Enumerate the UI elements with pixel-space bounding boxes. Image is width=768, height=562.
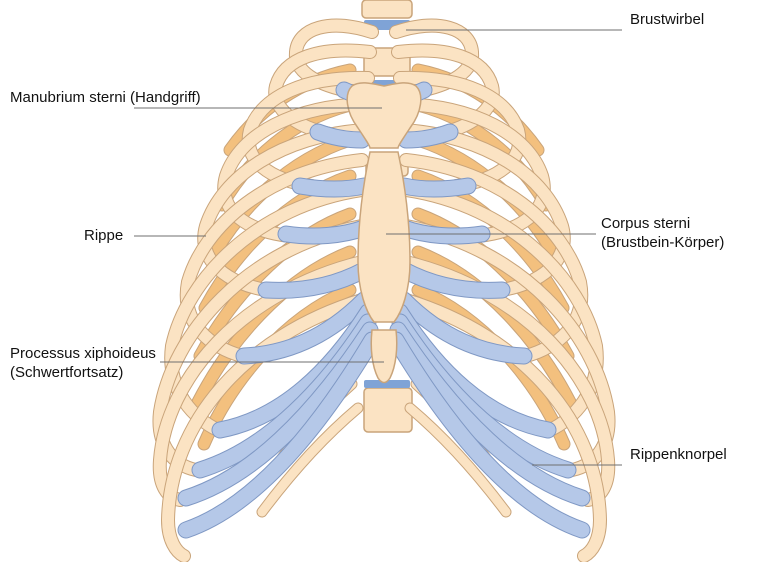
intervertebral-disc-4 <box>364 380 410 388</box>
costal-cartilage-right-3 <box>396 178 476 197</box>
rib-right-3 <box>394 71 526 192</box>
rib-left-2 <box>269 44 376 140</box>
costal-cartilage-left-5 <box>258 262 372 298</box>
costal-cartilage-right-5 <box>396 262 510 298</box>
costal-cartilage-right-2 <box>398 124 458 148</box>
label-brustwirbel: Brustwirbel <box>630 11 705 28</box>
corpus-sterni <box>357 151 411 323</box>
costal-cartilage-right-10 <box>388 332 590 538</box>
label-rippe: Rippe <box>84 227 124 244</box>
label-corpus-line2: (Brustbein-Körper) <box>601 234 725 251</box>
label-manubrium: Manubrium sterni (Handgriff) <box>10 89 201 106</box>
rib-right-2 <box>392 44 499 140</box>
leader-lines <box>134 29 622 466</box>
label-xiphoid-line1: Processus xiphoideus <box>10 345 156 362</box>
vertebra-1 <box>361 0 413 19</box>
manubrium-sterni <box>346 82 422 149</box>
rib-right-5 <box>398 124 570 296</box>
label-rippenknorpel: Rippenknorpel <box>630 446 727 463</box>
rib-left-6 <box>180 154 368 362</box>
rib-right-10 <box>400 294 607 562</box>
costal-cartilage-right-9 <box>390 322 590 506</box>
rib-left-7 <box>165 184 368 436</box>
rib-left-8 <box>153 220 368 476</box>
costal-cartilage-left-6 <box>236 292 372 364</box>
label-xiphoid-line2: (Schwertfortsatz) <box>10 364 124 381</box>
rib-left-5 <box>198 124 370 296</box>
rib-right-8 <box>400 220 615 476</box>
rib-left-10 <box>161 294 368 562</box>
costal-cartilage-right-4 <box>396 220 490 244</box>
processus-xiphoideus <box>370 329 398 384</box>
costal-cartilage-right-6 <box>396 292 532 364</box>
floating-arc-right-1 <box>405 403 511 517</box>
floating-arc-left-1 <box>257 403 363 517</box>
sternum <box>346 82 422 384</box>
costal-cartilages <box>177 81 591 539</box>
rib-right-7 <box>400 184 603 436</box>
label-corpus-sterni: Corpus sterni (Brustbein-Körper) <box>601 214 724 252</box>
label-corpus-line1: Corpus sterni <box>601 215 691 232</box>
label-xiphoid: Processus xiphoideus (Schwertfortsatz) <box>10 344 156 382</box>
costal-cartilage-left-2 <box>310 124 370 148</box>
costal-cartilage-left-10 <box>178 332 380 538</box>
rib-left-3 <box>242 71 374 192</box>
vertebra-5 <box>363 387 413 433</box>
costal-cartilage-left-4 <box>278 220 372 244</box>
costal-cartilage-left-3 <box>292 178 372 197</box>
rib-right-6 <box>400 154 588 362</box>
